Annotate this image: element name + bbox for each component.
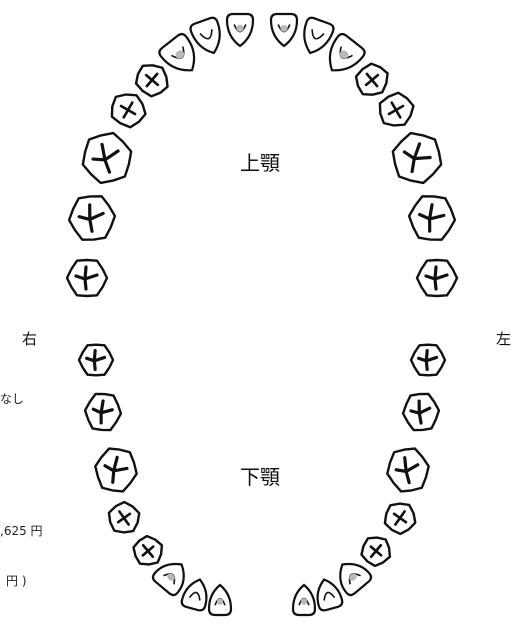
tooth-lower-right-second-molar[interactable] xyxy=(83,392,122,431)
tooth-upper-right-first-molar[interactable] xyxy=(77,129,137,187)
lower-jaw-label: 下顎 xyxy=(240,461,280,490)
tooth-upper-right-lateral-incisor[interactable] xyxy=(189,16,227,58)
tooth-upper-left-central-incisor[interactable] xyxy=(271,14,297,46)
tooth-upper-right-second-premolar[interactable] xyxy=(106,87,152,132)
tooth-lower-right-first-molar[interactable] xyxy=(92,446,141,494)
tooth-upper-left-second-molar[interactable] xyxy=(407,194,457,241)
tooth-lower-left-lateral-incisor[interactable] xyxy=(313,576,344,611)
tooth-upper-left-third-molar[interactable] xyxy=(417,260,457,296)
tooth-lower-left-first-premolar[interactable] xyxy=(356,530,396,570)
tooth-lower-left-second-molar[interactable] xyxy=(401,392,440,431)
partial-text-none: なし xyxy=(0,390,24,407)
tooth-upper-left-second-premolar[interactable] xyxy=(374,88,420,133)
tooth-upper-right-third-molar[interactable] xyxy=(67,260,107,296)
left-side-label: 左 xyxy=(496,328,511,349)
tooth-lower-right-lateral-incisor[interactable] xyxy=(181,576,212,611)
tooth-lower-left-central-incisor[interactable] xyxy=(293,585,315,615)
tooth-lower-right-third-molar[interactable] xyxy=(79,345,113,376)
tooth-lower-left-second-premolar[interactable] xyxy=(379,496,421,538)
partial-text-price: ,625 円 xyxy=(0,522,43,539)
tooth-upper-right-central-incisor[interactable] xyxy=(227,14,253,46)
tooth-lower-right-central-incisor[interactable] xyxy=(209,585,231,615)
tooth-lower-left-third-molar[interactable] xyxy=(411,345,445,376)
tooth-lower-right-second-premolar[interactable] xyxy=(103,497,145,539)
tooth-upper-left-first-molar[interactable] xyxy=(387,129,447,187)
tooth-upper-right-second-molar[interactable] xyxy=(67,194,117,241)
upper-jaw-label: 上顎 xyxy=(240,147,280,176)
partial-text-yen: 円 ) xyxy=(6,572,27,589)
right-side-label: 右 xyxy=(22,328,37,349)
tooth-lower-left-first-molar[interactable] xyxy=(384,446,433,494)
tooth-upper-left-lateral-incisor[interactable] xyxy=(297,16,335,58)
